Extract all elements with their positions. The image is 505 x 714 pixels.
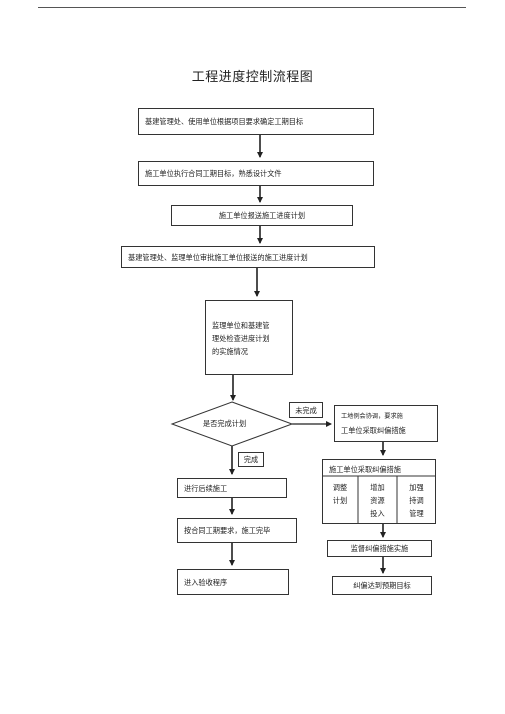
site-meeting-line-2: 工单位采取纠偏措施: [341, 425, 406, 435]
corrective-header: 施工单位采取纠偏措施: [329, 465, 401, 474]
site-meeting-line-1: 工地例会协调，要求施: [341, 412, 403, 420]
top-rule: [38, 7, 466, 8]
step-approve-schedule: 基建管理处、监理单位审批施工单位报送的施工进度计划: [121, 246, 375, 268]
step-corrective-measures: 施工单位采取纠偏措施: [322, 459, 436, 524]
measure-adjust-plan: 调整 计划: [322, 481, 358, 507]
step-submit-schedule: 施工单位报送施工进度计划: [171, 205, 353, 226]
inspect-line-3: 的实施情况: [212, 347, 248, 356]
measure-manage-a: 加强: [409, 483, 424, 492]
measure-adjust-b: 计划: [332, 496, 348, 505]
step-set-target: 基建管理处、使用单位根据项目要求确定工期目标: [138, 108, 374, 135]
decision-label: 是否完成计划: [203, 419, 247, 428]
measure-add-resources: 增加 资源 投入: [358, 481, 397, 520]
step-acceptance: 进入验收程序: [177, 569, 289, 595]
step-continue-construction: 进行后续施工: [177, 478, 287, 498]
decision-diamond: [170, 401, 294, 447]
step-site-meeting: 工地例会协调，要求施 工单位采取纠偏措施: [334, 405, 438, 442]
measure-resources-a: 增加: [370, 483, 385, 492]
inspect-line-1: 监理单位和基建管: [212, 321, 270, 330]
label-completed: 完成: [238, 452, 264, 467]
step-supervise-measures: 监督纠偏措施实施: [327, 540, 432, 557]
step-complete-construction: 按合同工期要求，施工完毕: [177, 518, 297, 543]
step-execute-contract: 施工单位执行合同工期目标，熟悉设计文件: [138, 161, 374, 186]
measure-strengthen-management: 加强 持调 管理: [397, 481, 436, 520]
measure-resources-b: 资源: [370, 496, 385, 505]
page-title: 工程进度控制流程图: [191, 70, 314, 85]
label-not-completed: 未完成: [289, 402, 323, 418]
step-inspect-progress: 监理单位和基建管 理处检查进度计划 的实施情况: [205, 300, 293, 375]
measure-manage-b: 持调: [409, 496, 424, 505]
measure-adjust-a: 调整: [332, 483, 348, 492]
measure-manage-c: 管理: [409, 509, 424, 518]
step-target-achieved: 纠偏达到预期目标: [332, 576, 432, 595]
inspect-line-2: 理处检查进度计划: [212, 334, 270, 343]
measure-resources-c: 投入: [370, 509, 385, 518]
